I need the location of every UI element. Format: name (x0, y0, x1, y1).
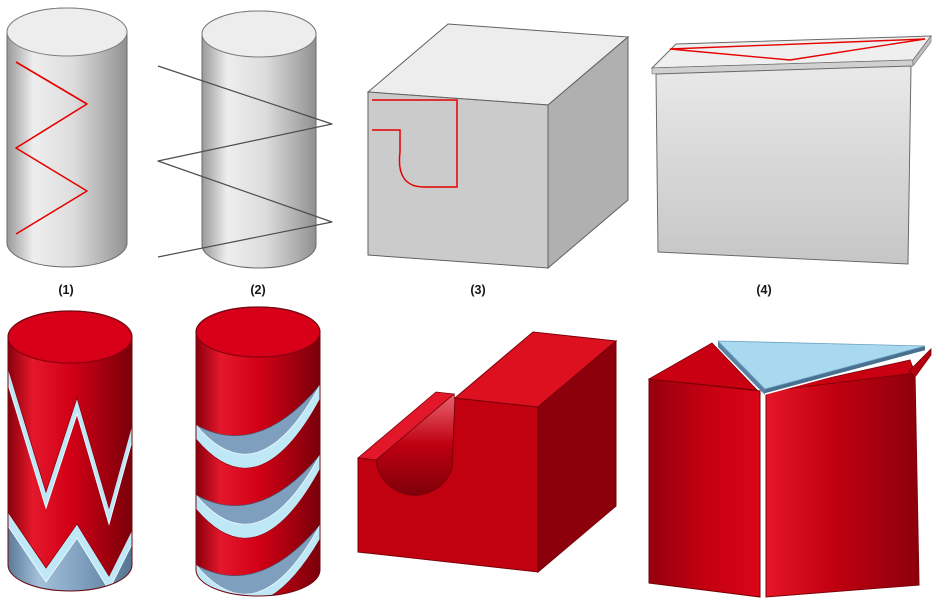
figure-4-label: (4) (756, 283, 771, 297)
figure-4-panel-with-triangle-sketch (650, 35, 933, 265)
cylinder-outline (7, 310, 133, 592)
block-right-face (537, 339, 617, 574)
helix-cut-ribbon-c (196, 524, 320, 596)
blue-plate-edge-right (765, 346, 925, 394)
cylinder-top-face (201, 10, 317, 58)
flange-right-wing (912, 35, 932, 67)
front-right-face (765, 372, 920, 598)
figure-5-split-cylinder-zigzag-result (7, 310, 133, 592)
figure-5-clipped-bands (8, 336, 132, 591)
split-gap-line (764, 350, 926, 395)
cylinder-outline (195, 306, 321, 597)
figure-8-split-panel-result (647, 340, 932, 598)
blue-plate-edge-left (718, 341, 765, 395)
blue-triangle-plate (717, 340, 926, 390)
triangle-sketch-lines (669, 38, 926, 61)
figure-3-label: (3) (470, 283, 485, 297)
figure-6-split-cylinder-helix-result (195, 306, 321, 597)
figure-1-cylinder-with-zigzag-sketch (6, 7, 128, 268)
top-left-red-triangle (647, 342, 759, 391)
figure-3-cube-with-profile-sketch (366, 23, 630, 270)
figure-2-cylinder-with-projected-curve (157, 10, 333, 269)
front-left-face (648, 378, 761, 598)
figure-2-label: (2) (250, 283, 265, 297)
zigzag-sketch-line (15, 61, 88, 235)
panel-front-face (655, 65, 912, 265)
figure-6-clipped-bands (196, 331, 320, 596)
profile-sketch-hook-line (372, 129, 425, 188)
cylinder-top-face (6, 7, 128, 57)
profile-sketch-outer-line (372, 99, 458, 188)
block-front-face (357, 397, 539, 573)
projected-zigzag-curve (157, 65, 333, 258)
figure-1-label: (1) (58, 283, 73, 297)
right-red-wing (908, 348, 932, 378)
cube-right-face (547, 35, 629, 270)
cube-front-face (367, 91, 549, 269)
figure-7-cut-block-result (357, 331, 618, 574)
